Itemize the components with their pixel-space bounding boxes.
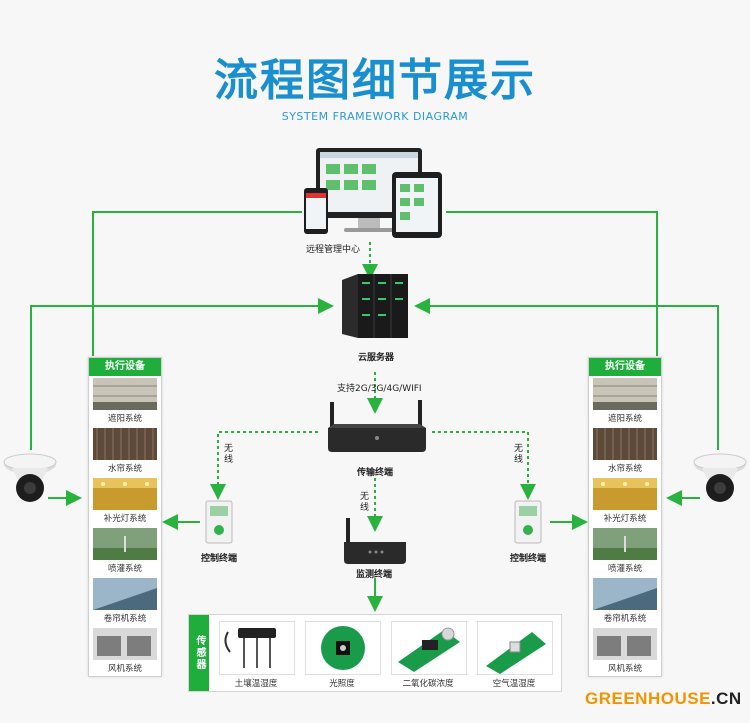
sprinkler-image [593,528,657,560]
actuator-item: 遮阳系统 [589,376,661,426]
air-sensor-image [477,621,553,675]
sensor-item: 土壤温湿度 [215,619,297,689]
wireless-right-label: 无线 [514,444,524,465]
control-terminal-right-label: 控制终端 [510,554,547,564]
line-center-left [92,211,302,356]
actuator-item: 补光灯系统 [589,476,661,526]
monitor-terminal-label: 监测终端 [356,570,393,580]
wireless-left-label: 无线 [224,444,234,465]
co2-sensor-image [391,621,467,675]
control-terminal-left-label: 控制终端 [201,554,238,564]
right-panel-heading: 执行设备 [589,358,661,376]
wireless-center-label: 无线 [360,492,370,513]
transfer-terminal-label: 传输终端 [357,468,394,478]
water-curtain-image [93,428,157,460]
control-box-left-icon [205,500,233,544]
left-actuator-panel: 执行设备 遮阳系统 水帘系统 补光灯系统 喷灌系统 卷帘机系统 风机系统 [88,357,162,677]
sprinkler-image [93,528,157,560]
remote-center-label: 远程管理中心 [306,245,361,255]
roller-image [593,578,657,610]
grow-light-image [593,478,657,510]
line-center-right [446,211,658,356]
remote-devices-illustration [304,148,442,238]
network-label: 支持2G/3G/4G/WIFI [337,384,422,394]
actuator-item: 卷帘机系统 [589,576,661,626]
camera-left-icon [3,453,57,502]
actuator-item: 风机系统 [589,626,661,676]
actuator-item: 水帘系统 [89,426,161,476]
light-sensor-image [305,621,381,675]
router-icon [328,400,426,452]
roller-image [93,578,157,610]
left-panel-heading: 执行设备 [89,358,161,376]
right-actuator-panel: 执行设备 遮阳系统 水帘系统 补光灯系统 喷灌系统 卷帘机系统 风机系统 [588,357,662,677]
actuator-item: 卷帘机系统 [89,576,161,626]
sensor-item: 二氧化碳浓度 [387,619,469,689]
sensor-item: 空气温湿度 [473,619,555,689]
server-icon [342,274,408,338]
monitor-terminal-icon [344,518,406,564]
soil-sensor-image [219,621,295,675]
actuator-item: 遮阳系统 [89,376,161,426]
water-curtain-image [593,428,657,460]
control-box-right-icon [514,500,542,544]
sensor-item: 光照度 [301,619,383,689]
actuator-item: 喷灌系统 [589,526,661,576]
dash-transfer-right [432,431,536,500]
sensor-panel: 传感器 土壤温湿度 光照度 二氧化碳浓度 空气温湿度 [188,614,562,692]
shade-system-image [593,378,657,410]
line-camera-right-cloud [414,298,719,450]
brand-logo: GREENHOUSE.CN [585,689,742,708]
sensor-panel-heading: 传感器 [189,615,209,691]
cloud-server-label: 云服务器 [358,353,395,363]
camera-right-icon [693,453,747,502]
shade-system-image [93,378,157,410]
fan-image [93,628,157,660]
page-subtitle: SYSTEM FRAMEWORK DIAGRAM [281,110,469,123]
actuator-item: 喷灌系统 [89,526,161,576]
grow-light-image [93,478,157,510]
fan-image [593,628,657,660]
line-camera-left-cloud [30,298,334,450]
actuator-item: 风机系统 [89,626,161,676]
page-title: 流程图细节展示 [214,55,536,106]
actuator-item: 水帘系统 [589,426,661,476]
actuator-item: 补光灯系统 [89,476,161,526]
